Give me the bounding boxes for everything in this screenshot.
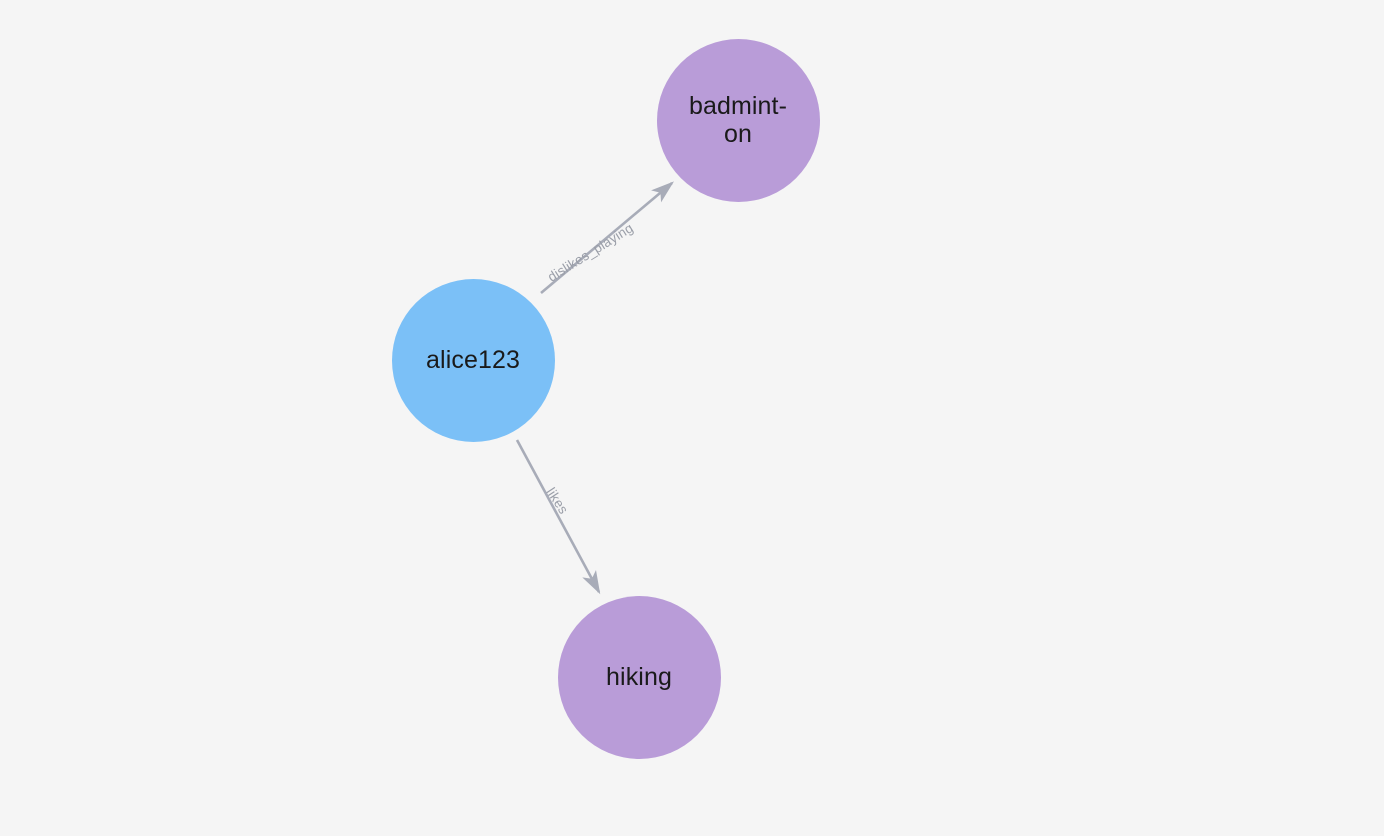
graph-node-label-hiking: hiking: [606, 663, 672, 691]
graph-node-badminton[interactable]: badmint- on: [656, 38, 820, 202]
graph-node-alice123[interactable]: alice123: [391, 278, 555, 442]
graph-edge-likes[interactable]: [515, 439, 601, 595]
graph-node-label-badminton: badmint- on: [688, 92, 788, 148]
graph-node-hiking[interactable]: hiking: [557, 595, 721, 759]
graph-node-label-alice123: alice123: [426, 346, 520, 374]
graph-edge-dislikes-playing[interactable]: [540, 181, 674, 294]
